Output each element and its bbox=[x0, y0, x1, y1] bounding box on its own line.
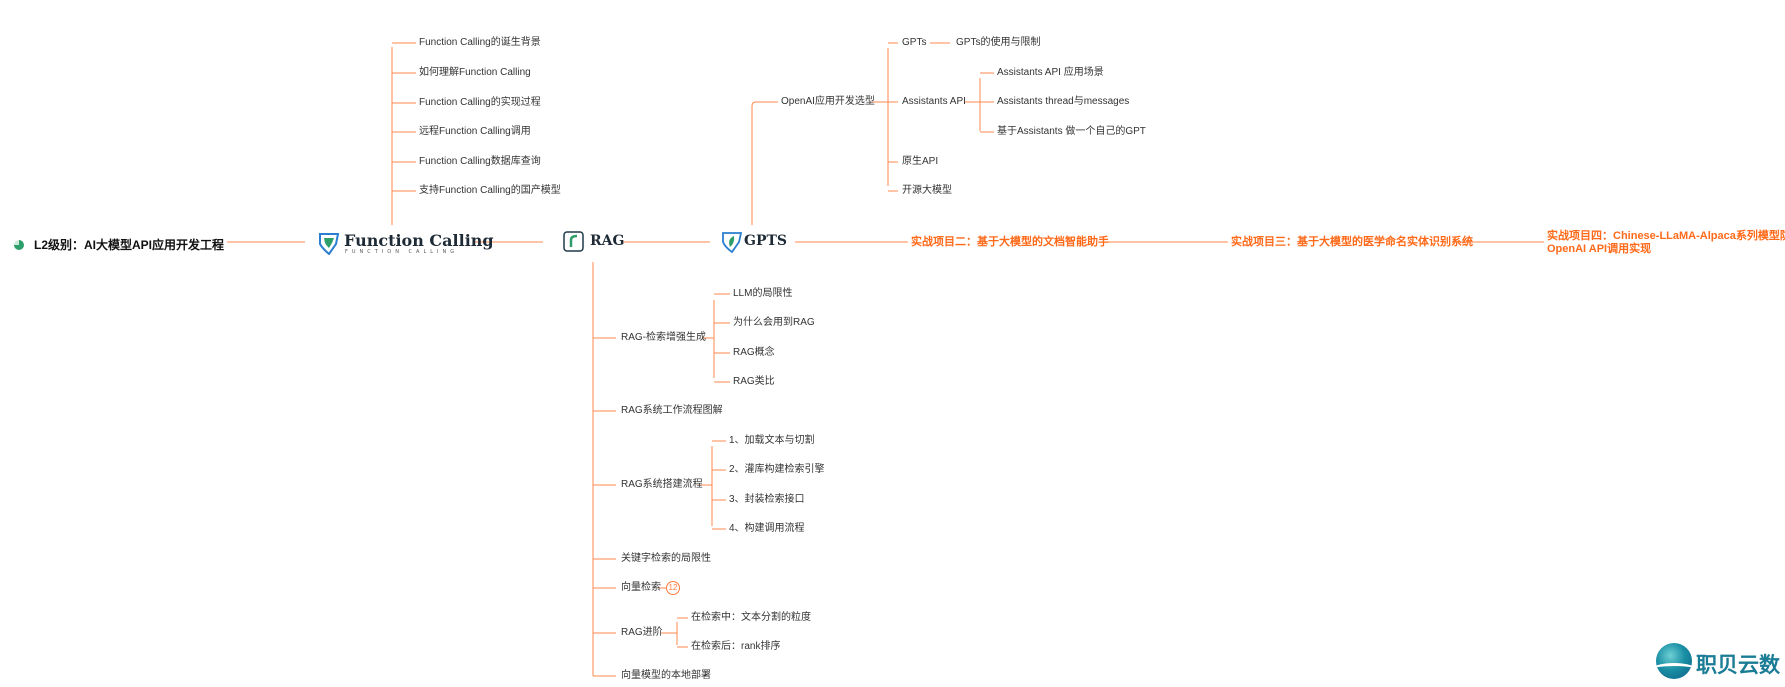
rag-advanced-child-1[interactable]: 在检索中：文本分割的粒度 bbox=[691, 612, 811, 623]
gpts-openai-selection[interactable]: OpenAI应用开发选型 bbox=[781, 96, 875, 107]
rag-advanced-child-2[interactable]: 在检索后：rank排序 bbox=[691, 641, 781, 652]
gpts-gpts-node[interactable]: GPTs bbox=[902, 37, 927, 48]
hub-gpts-title: GPTS bbox=[744, 233, 788, 249]
rag-gen-child-2[interactable]: 为什么会用到RAG bbox=[733, 317, 815, 328]
project-3[interactable]: 实战项目三：基于大模型的医学命名实体识别系统 bbox=[1231, 236, 1473, 248]
rag-build-child-2[interactable]: 2、灌库构建检索引擎 bbox=[729, 464, 825, 475]
function-calling-logo-icon bbox=[319, 233, 340, 255]
rag-gen-child-3[interactable]: RAG概念 bbox=[733, 347, 775, 358]
hub-function-calling-title: Function Calling bbox=[344, 231, 494, 250]
gpts-logo-icon bbox=[722, 232, 743, 253]
fc-item-2[interactable]: 如何理解Function Calling bbox=[419, 67, 531, 78]
rag-vector-search[interactable]: 向量检索 bbox=[621, 582, 661, 593]
rag-workflow[interactable]: RAG系统工作流程图解 bbox=[621, 405, 723, 416]
hub-function-calling-subtitle: FUNCTION CALLING bbox=[345, 249, 459, 255]
root-node[interactable]: L2级别：AI大模型API应用开发工程 bbox=[14, 236, 224, 253]
project-4-line-1: 实战项目四：Chinese-LLaMA-Alpaca系列模型防 bbox=[1547, 230, 1785, 242]
rag-keyword-limit[interactable]: 关键字检索的局限性 bbox=[621, 553, 711, 564]
project-4[interactable]: 实战项目四：Chinese-LLaMA-Alpaca系列模型防 OpenAI A… bbox=[1547, 230, 1785, 256]
rag-build-child-3[interactable]: 3、封装检索接口 bbox=[729, 494, 805, 505]
fc-item-3[interactable]: Function Calling的实现过程 bbox=[419, 97, 541, 108]
rag-advanced-node[interactable]: RAG进阶 bbox=[621, 627, 663, 638]
project-2[interactable]: 实战项目二：基于大模型的文档智能助手 bbox=[911, 236, 1109, 248]
gpts-assistants-node[interactable]: Assistants API bbox=[902, 96, 966, 107]
gpts-open-source[interactable]: 开源大模型 bbox=[902, 185, 952, 196]
gpts-native-api[interactable]: 原生API bbox=[902, 156, 939, 167]
rag-build-child-4[interactable]: 4、构建调用流程 bbox=[729, 523, 805, 534]
gpts-assistants-child-2[interactable]: Assistants thread与messages bbox=[997, 96, 1130, 107]
rag-build-child-1[interactable]: 1、加载文本与切割 bbox=[729, 435, 815, 446]
hub-rag-title: RAG bbox=[590, 233, 625, 249]
root-label: L2级别：AI大模型API应用开发工程 bbox=[34, 238, 225, 252]
project-4-line-2: OpenAI API调用实现 bbox=[1547, 243, 1652, 255]
rag-local-deploy[interactable]: 向量模型的本地部署 bbox=[621, 670, 711, 681]
fc-item-1[interactable]: Function Calling的诞生背景 bbox=[419, 37, 541, 48]
fc-item-5[interactable]: Function Calling数据库查询 bbox=[419, 156, 541, 167]
fc-item-6[interactable]: 支持Function Calling的国产模型 bbox=[419, 185, 561, 196]
gpts-assistants-child-1[interactable]: Assistants API 应用场景 bbox=[997, 67, 1104, 78]
rag-gen-child-4[interactable]: RAG类比 bbox=[733, 376, 775, 387]
fc-item-4[interactable]: 远程Function Calling调用 bbox=[419, 126, 531, 137]
watermark-text: 职贝云数 bbox=[1696, 654, 1780, 677]
rag-build-node[interactable]: RAG系统搭建流程 bbox=[621, 479, 703, 490]
collapsed-count-badge[interactable]: 12 bbox=[666, 581, 680, 595]
progress-pie-icon bbox=[14, 240, 24, 250]
gpts-assistants-child-3[interactable]: 基于Assistants 做一个自己的GPT bbox=[997, 126, 1146, 137]
rag-logo-icon bbox=[563, 231, 584, 252]
globe-logo-icon bbox=[1656, 643, 1692, 679]
rag-gen-node[interactable]: RAG-检索增强生成 bbox=[621, 332, 706, 343]
rag-gen-child-1[interactable]: LLM的局限性 bbox=[733, 288, 793, 299]
gpts-gpts-child[interactable]: GPTs的使用与限制 bbox=[956, 37, 1041, 48]
